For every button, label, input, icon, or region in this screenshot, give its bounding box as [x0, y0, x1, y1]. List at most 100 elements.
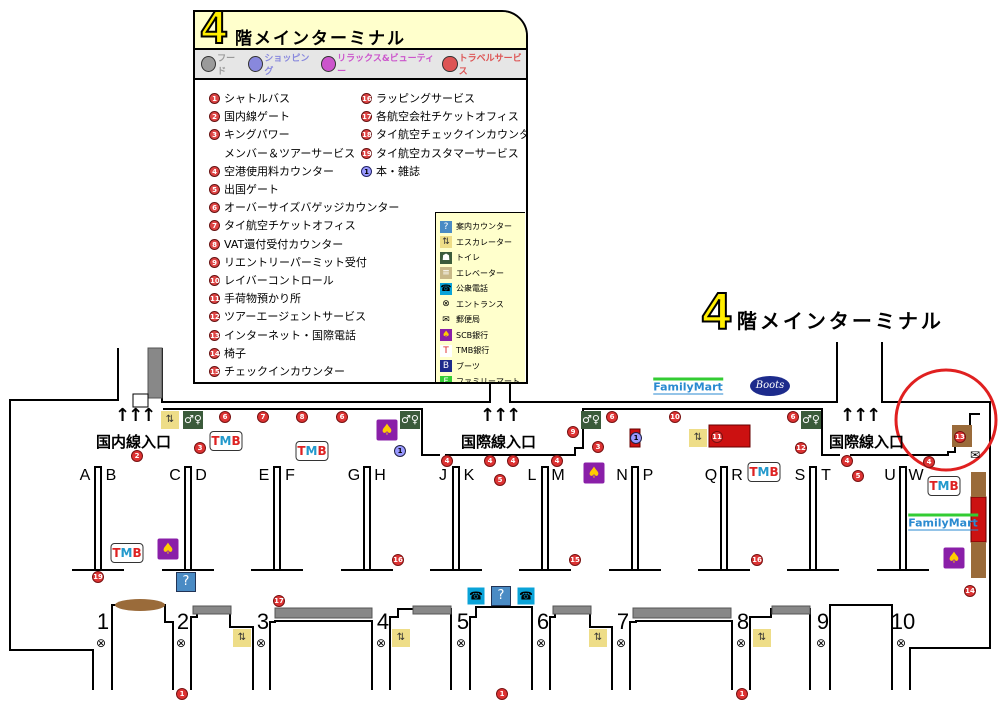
- counter-label-T: T: [821, 467, 831, 484]
- icon-legend-label: 公衆電話: [456, 284, 488, 293]
- toilet-icon: ♂♀: [581, 411, 601, 429]
- marker-1: 1: [736, 688, 748, 700]
- number-badge: 18: [361, 129, 372, 141]
- tmb-bank-icon: TMB: [209, 431, 243, 451]
- marker-3: 3: [194, 442, 206, 454]
- escalator-icon: ⇅: [589, 629, 607, 647]
- marker-7: 7: [257, 411, 269, 423]
- legend-title-bar: 4 階メインターミナル: [195, 10, 526, 53]
- number-badge: 12: [209, 311, 220, 323]
- category-dot-icon: [442, 56, 458, 72]
- counter-label-W: W: [908, 467, 924, 484]
- legend-title: 階メインターミナル: [235, 29, 406, 49]
- entrance-icon: ⊗: [615, 636, 627, 650]
- marker-9: 9: [567, 426, 579, 438]
- counter-label-H: H: [374, 467, 386, 484]
- floor-number: 4: [200, 10, 228, 53]
- counter-label-B: B: [105, 467, 117, 484]
- marker-19: 19: [92, 571, 104, 583]
- counter-label-E: E: [258, 467, 270, 484]
- international-entrance-label-1: 国際線入口: [461, 433, 537, 451]
- marker-5: 5: [494, 474, 506, 486]
- entrance-icon: ⊗: [455, 636, 467, 650]
- info-icon[interactable]: ?: [176, 572, 196, 592]
- category-トラベルサービス[interactable]: トラベルサービス: [442, 51, 526, 77]
- counter-label-K: K: [463, 467, 475, 484]
- entrance-icon: ⊗: [735, 636, 747, 650]
- marker-15: 15: [569, 554, 581, 566]
- counter-label-S: S: [794, 467, 806, 484]
- gate-number-10: 10: [890, 609, 916, 634]
- icon-legend-item: ♠SCB銀行: [440, 328, 525, 344]
- counter-island: [273, 466, 281, 570]
- marker-16: 16: [751, 554, 763, 566]
- scb-bank-icon: ♠: [440, 329, 452, 342]
- legend-item-label: タイ航空チケットオフィス: [224, 219, 356, 233]
- scb-bank-icon: ♠: [376, 419, 398, 441]
- counter-island: [94, 466, 102, 570]
- international-entrance-arrows-1: ↑↑↑: [480, 405, 521, 426]
- marker-6: 6: [336, 411, 348, 423]
- icon-legend-label: エレベーター: [456, 268, 504, 278]
- legend-panel: 4 階メインターミナル フードショッピングリラックス&ビューティートラベルサービ…: [193, 10, 528, 384]
- entrance-icon: ⊗: [375, 636, 387, 650]
- escalator-icon: ⇅: [161, 411, 179, 429]
- marker-6: 6: [219, 411, 231, 423]
- number-badge: 14: [209, 347, 220, 359]
- counter-label-R: R: [731, 467, 743, 484]
- legend-item-label: インターネット・国際電話: [224, 328, 356, 342]
- icon-legend-item: B ブーツ: [440, 359, 525, 375]
- phone-icon: ☎: [517, 587, 535, 605]
- icon-legend-label: ファミリーマート: [456, 377, 520, 384]
- marker-4: 4: [923, 456, 935, 468]
- scb-bank-icon: ♠: [583, 462, 605, 484]
- marker-17: 17: [273, 595, 285, 607]
- legend-item-label: VAT還付受付カウンター: [224, 237, 344, 251]
- tmb-bank-icon: T: [440, 344, 452, 357]
- category-bar: フードショッピングリラックス&ビューティートラベルサービス: [195, 50, 526, 80]
- icon-legend-label: エスカレーター: [456, 237, 512, 247]
- category-ショッピング[interactable]: ショッピング: [248, 51, 315, 77]
- gate-number-8: 8: [736, 609, 750, 634]
- number-badge: 3: [209, 129, 220, 141]
- escalator-icon: ⇅: [392, 629, 410, 647]
- icon-legend-label: エントランス: [456, 299, 504, 309]
- gate-number-9: 9: [816, 609, 830, 634]
- category-フード[interactable]: フード: [201, 51, 242, 77]
- marker-13: 13: [954, 431, 966, 443]
- map-floor-number: 4: [701, 283, 732, 341]
- entrance-icon: ⊗: [815, 636, 827, 650]
- number-badge: 19: [361, 147, 372, 159]
- counter-label-M: M: [551, 467, 565, 484]
- info-icon[interactable]: ?: [491, 586, 511, 606]
- boots-icon: B: [440, 360, 452, 373]
- bookstore-marker: 1: [394, 445, 406, 457]
- marker-1: 1: [176, 688, 188, 700]
- toilet-icon: ♂♀: [400, 411, 420, 429]
- tmb-bank-icon: TMB: [110, 543, 144, 563]
- category-label: リラックス&ビューティー: [337, 54, 435, 77]
- counter-island: [363, 466, 371, 570]
- entrance-icon: ⊗: [535, 636, 547, 650]
- familymart-icon: FamilyMart: [653, 377, 723, 395]
- icon-legend-label: ブーツ: [456, 361, 480, 371]
- legend-item-label: 出国ゲート: [224, 183, 279, 197]
- number-badge: 15: [209, 366, 220, 378]
- info-icon: ?: [440, 220, 452, 233]
- counter-island: [720, 466, 728, 570]
- category-リラックス&ビューティー[interactable]: リラックス&ビューティー: [320, 51, 436, 77]
- marker-6: 6: [787, 411, 799, 423]
- number-badge: 1: [361, 165, 372, 177]
- legend-item-label: 手荷物預かり所: [224, 292, 301, 306]
- post-office-icon: ✉: [442, 314, 450, 325]
